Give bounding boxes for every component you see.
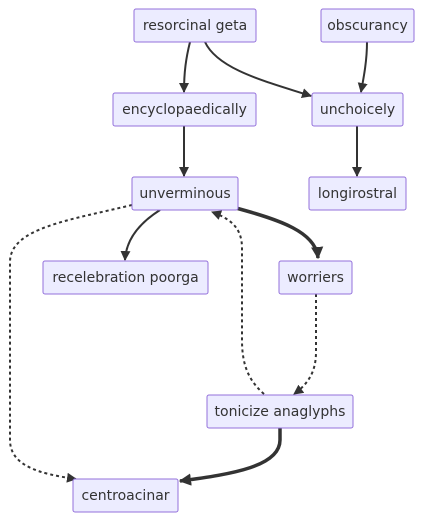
node-label: recelebration poorga xyxy=(52,270,198,286)
node-box xyxy=(311,92,404,127)
node-label: tonicize anaglyphs xyxy=(215,404,346,420)
edges-layer xyxy=(9,41,368,486)
node-box xyxy=(320,8,415,43)
node-box xyxy=(112,92,257,127)
node-label: unverminous xyxy=(139,186,230,202)
node-unverminous[interactable]: unverminous xyxy=(131,176,239,211)
edge-tonicize-to-unverminous xyxy=(211,210,265,395)
node-label: worriers xyxy=(287,270,344,286)
nodes-layer: resorcinal geta obscurancy encyclopaedic… xyxy=(42,8,415,513)
node-label: encyclopaedically xyxy=(122,102,247,118)
edge-unverminous-to-recelebration xyxy=(120,209,161,261)
node-box xyxy=(72,478,179,513)
node-box xyxy=(308,176,407,211)
edge-worriers-to-tonicize xyxy=(293,294,317,395)
node-label: centroacinar xyxy=(81,488,169,504)
node-encyclopaedically[interactable]: encyclopaedically xyxy=(112,92,257,127)
node-worriers[interactable]: worriers xyxy=(278,260,353,295)
node-box xyxy=(278,260,353,295)
node-box xyxy=(206,394,354,429)
node-recelebration-poorga[interactable]: recelebration poorga xyxy=(42,260,209,295)
node-longirostral[interactable]: longirostral xyxy=(308,176,407,211)
node-unchoicely[interactable]: unchoicely xyxy=(311,92,404,127)
node-centroacinar[interactable]: centroacinar xyxy=(72,478,179,513)
edge-unverminous-to-centroacinar xyxy=(9,204,133,483)
edge-resorcinal-to-encyclopaedically xyxy=(179,41,191,93)
edge-tonicize-to-centroacinar xyxy=(178,428,282,486)
node-tonicize-anaglyphs[interactable]: tonicize anaglyphs xyxy=(206,394,354,429)
node-label: unchoicely xyxy=(320,102,395,118)
edge-unverminous-to-worriers xyxy=(235,206,324,260)
node-label: obscurancy xyxy=(327,18,408,34)
node-obscurancy[interactable]: obscurancy xyxy=(320,8,415,43)
node-box xyxy=(131,176,239,211)
edge-obscurancy-to-unchoicely xyxy=(357,41,368,93)
edge-resorcinal-to-unchoicely xyxy=(204,41,312,98)
node-label: resorcinal geta xyxy=(143,18,247,34)
node-box xyxy=(133,8,257,43)
node-resorcinal-geta[interactable]: resorcinal geta xyxy=(133,8,257,43)
node-label: longirostral xyxy=(318,186,397,202)
node-box xyxy=(42,260,209,295)
